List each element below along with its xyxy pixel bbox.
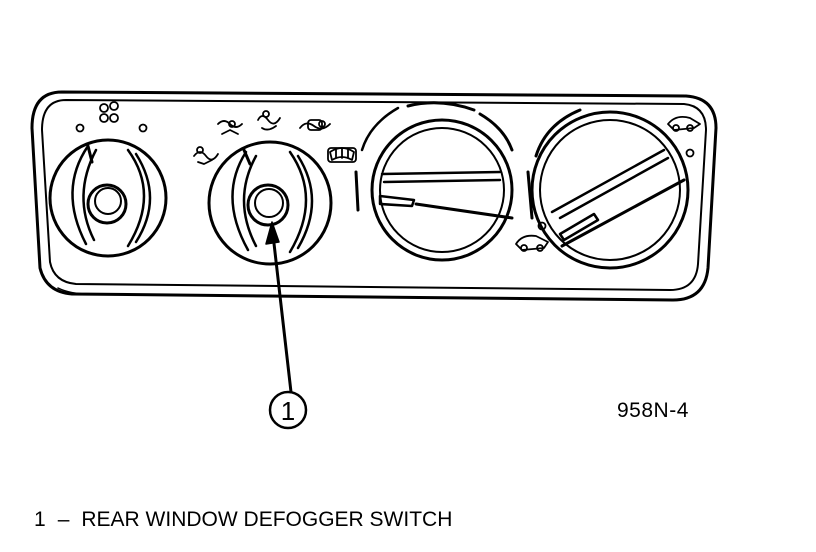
- fan-knob-ring: [48, 138, 168, 258]
- panel-inner-outline: [41, 99, 707, 291]
- air-source-knob[interactable]: [526, 108, 690, 270]
- callout-arrowhead: [265, 221, 280, 245]
- legend-item-text: REAR WINDOW DEFOGGER SWITCH: [81, 508, 453, 531]
- rear-window-defogger-switch[interactable]: [246, 183, 290, 227]
- panel-outer-outline: [30, 90, 718, 302]
- fan-off-dot-icon: [75, 123, 85, 133]
- mode-knob-grip-right: [288, 150, 314, 254]
- defogger-switch-button: [254, 188, 284, 218]
- air-source-knob-pointer: [558, 212, 600, 242]
- temperature-scale-arc: [360, 106, 400, 152]
- air-source-knob-ring: [530, 110, 690, 270]
- fan-knob-pointer: [86, 144, 94, 164]
- air-source-knob-pointer-line: [560, 178, 686, 248]
- fan-knob[interactable]: [48, 138, 168, 258]
- air-source-scale-tick: [526, 170, 534, 220]
- air-source-dot-icon: [685, 148, 695, 158]
- control-panel: [30, 90, 718, 302]
- fan-high-dot-icon: [138, 123, 148, 133]
- callout-leader-line: [270, 224, 293, 394]
- temperature-scale-arc-top: [406, 101, 476, 112]
- mode-knob-grip-left: [231, 150, 258, 252]
- legend: 1–REAR WINDOW DEFOGGER SWITCH: [34, 508, 452, 532]
- temperature-scale-arc-right: [478, 112, 514, 152]
- legend-item-number: 1: [34, 508, 46, 531]
- temperature-knob-inner-ring: [379, 127, 505, 253]
- mode-knob-pointer: [242, 148, 252, 166]
- fan-knob-center-inner: [94, 187, 122, 215]
- temperature-knob-ring: [370, 118, 514, 262]
- temperature-knob-pointer: [378, 194, 416, 208]
- fresh-air-icon: [667, 115, 701, 132]
- fan-knob-center: [86, 183, 128, 225]
- recirculation-icon: [515, 234, 549, 252]
- fan-icon: [99, 101, 119, 123]
- air-source-low-dot-icon: [537, 221, 547, 231]
- defrost-icon: [329, 147, 355, 161]
- defogger-switch-bezel: [246, 183, 290, 227]
- air-source-knob-bar: [550, 148, 670, 220]
- mode-knob[interactable]: [207, 140, 333, 266]
- figure-code: 958N-4: [617, 399, 689, 422]
- mode-knob-ring: [207, 140, 333, 266]
- floor-icon: [193, 146, 219, 165]
- air-source-knob-inner-ring: [539, 119, 681, 261]
- panel-bottom-shadow: [57, 287, 91, 295]
- temperature-knob-bar: [380, 170, 502, 184]
- legend-item-separator: –: [57, 508, 70, 531]
- callout-1: 1: [265, 221, 308, 430]
- air-source-scale-arc: [534, 108, 582, 158]
- bi-level-icon: [257, 110, 281, 131]
- temperature-scale-tick: [354, 170, 360, 212]
- mix-icon: [299, 119, 331, 131]
- rear-defrost-icon: [327, 147, 357, 163]
- temperature-knob[interactable]: [354, 101, 514, 262]
- callout-circle: [268, 390, 308, 430]
- fan-knob-grip-right: [126, 148, 152, 248]
- temperature-knob-pointer-line: [414, 202, 514, 220]
- panel-vent-icon: [217, 120, 243, 135]
- callout-number: 1: [281, 396, 295, 426]
